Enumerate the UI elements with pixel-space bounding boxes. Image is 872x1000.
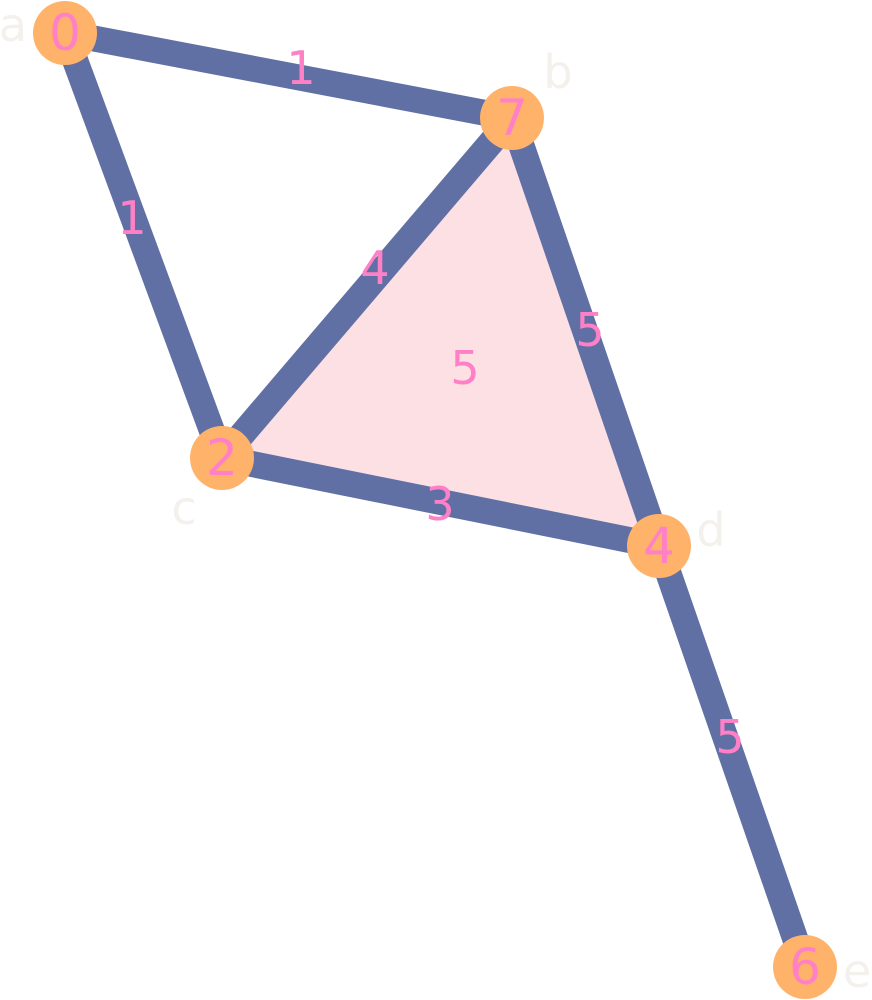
edge-value-a-c: 1 — [117, 191, 146, 245]
edge-b-c — [212, 109, 522, 467]
node-d — [627, 514, 691, 578]
node-name-b: b — [543, 45, 572, 99]
node-value-e: 6 — [789, 938, 821, 996]
edge-value-b-d: 5 — [575, 303, 604, 357]
edge-value-c-d: 3 — [425, 477, 454, 531]
face-value-b-c-d: 5 — [450, 341, 479, 395]
node-name-e: e — [843, 944, 871, 998]
edges-layer — [52, 20, 818, 972]
face-b-c-d — [222, 118, 659, 546]
edge-a-c — [52, 28, 235, 463]
node-b — [480, 86, 544, 150]
node-e — [773, 935, 837, 999]
node-value-d: 4 — [643, 517, 675, 575]
node-value-b: 7 — [496, 89, 528, 147]
edge-b-d — [499, 113, 672, 551]
edge-value-d-e: 5 — [715, 710, 744, 764]
node-value-c: 2 — [206, 429, 238, 487]
edge-a-b — [62, 20, 515, 131]
nodes-layer — [33, 1, 837, 999]
edge-value-b-c: 4 — [360, 241, 389, 295]
node-value-a: 0 — [49, 4, 81, 62]
node-name-d: d — [696, 503, 725, 557]
edge-value-a-b: 1 — [286, 41, 315, 95]
node-name-c: c — [171, 481, 196, 535]
edge-c-d — [219, 445, 662, 559]
node-c — [190, 426, 254, 490]
node-name-a: a — [0, 0, 27, 52]
edge-d-e — [646, 541, 818, 972]
faces-layer — [222, 118, 659, 546]
node-a — [33, 1, 97, 65]
